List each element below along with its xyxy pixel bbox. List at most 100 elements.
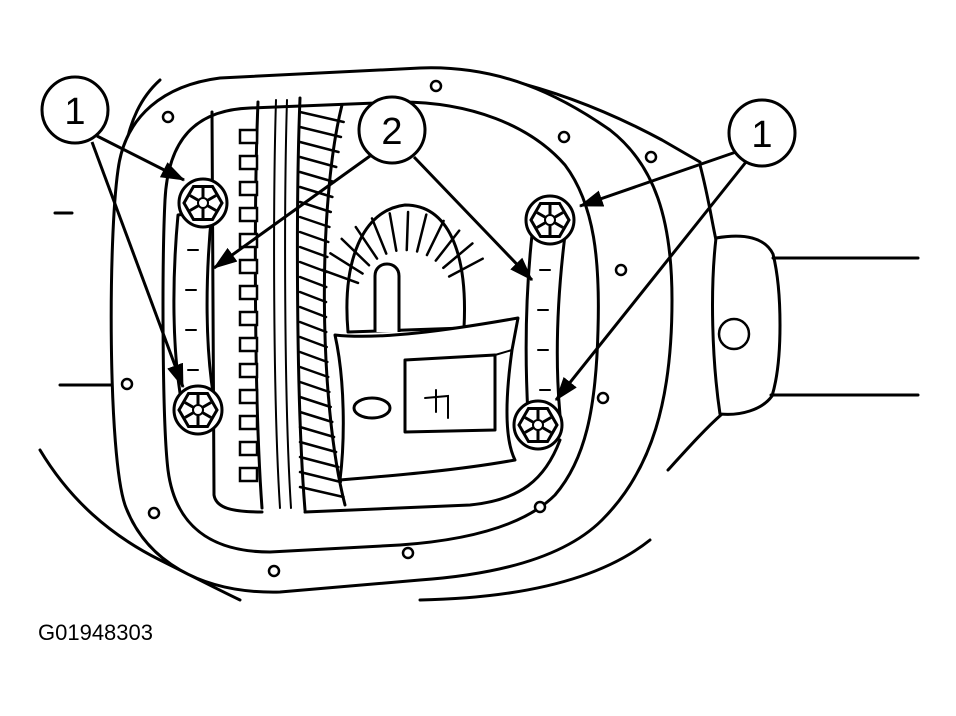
ring-gear-tooth [298,320,328,334]
callout-1-arrow-lower-left-bolt [90,141,185,389]
ring-gear-tooth [298,335,328,349]
ring-gear-back-tooth [238,180,259,197]
bolt-head-facet [536,221,547,229]
side-gear-tooth [425,219,445,257]
ring-gear-tooth [298,215,331,229]
case-window [403,353,497,434]
case-ridge [494,349,513,356]
side-gear-tooth [388,212,398,253]
flange-bolt-hole [533,500,547,514]
ring-gear-face-edge [295,96,307,512]
bolt-head-facet [536,211,547,219]
ring-gear-tooth [298,440,338,454]
bolt-center [197,197,209,209]
ring-gear-back-tooth [238,440,259,457]
side-gear-tooth [434,229,461,262]
callout-1-arrow-upper-left-bolt [96,134,186,182]
bolt-head-facet [201,401,212,409]
bearing-cap-bolt [177,177,229,229]
ring-gear-tooth [298,125,343,139]
bolt-head-facet [524,426,535,434]
bolt-head-facet [189,204,200,212]
axle-tube [711,234,920,416]
ring-gear-tooth [298,245,329,259]
ring-gear-back-teeth [238,128,259,483]
right-bearing-cap-body [524,233,567,417]
bearing-cap-bolt [512,399,564,451]
bolt-head-facet [553,211,564,219]
side-gear-tooth [321,268,360,285]
bolt-head-facet [206,204,217,212]
callout-2-arrow-left-cap [213,154,371,270]
ring-gear-back-edge [253,100,264,510]
bolt-head-facet [524,416,535,424]
housing-lower-right-edge [666,412,724,472]
callout-middle: 2 [357,95,427,165]
bolt-head-facet [553,221,564,229]
ring-gear-tooth [298,395,332,409]
right-bearing-cap [524,233,567,417]
callout-right: 1 [727,98,797,168]
side-gear-tooth [370,217,388,255]
ring-gear-back-tooth [238,206,259,223]
side-gear-tooth [442,242,474,270]
bolt-head-facet [206,194,217,202]
housing-bottom-edge [418,538,652,602]
ring-gear-face-line [284,99,292,509]
side-gear-tooth [340,237,371,267]
side-gear-tooth [447,257,484,278]
axle-vent-hole [717,317,751,351]
left-bearing-cap-mark [185,249,199,371]
ring-gear-back-tooth [238,362,259,379]
flange-bolt-hole [429,79,443,93]
bolt-head-facet [189,194,200,202]
bolt-head-facet [184,411,195,419]
ring-gear-back-tooth [238,128,259,145]
pinion-shaft-window [373,262,401,332]
ring-gear [238,96,347,512]
ring-gear-tooth [298,275,328,289]
flange-bolt-hole [147,506,161,520]
ring-gear-tooth [298,455,340,469]
callout-arrows [90,134,748,401]
ring-gear-back-tooth [238,388,259,405]
housing-lower-left-edge [38,448,242,602]
flange-bolt-hole [644,150,658,164]
pinion-lock-bracket [424,389,449,419]
ring-gear-tooth [298,425,336,439]
ring-gear-back-tooth [238,414,259,431]
callout-circle [357,95,427,165]
ring-gear-back-tooth [238,284,259,301]
ring-gear-tooth [298,365,330,379]
ring-gear-tooth [298,410,334,424]
ring-gear-back-tooth [238,154,259,171]
side-gear-teeth [321,210,484,285]
ring-gear-tooth [298,155,338,169]
callout-circle [727,98,797,168]
cavity-lower-wall [303,438,562,514]
right-bearing-cap-mark [537,269,551,391]
ring-gear-tooth [298,290,328,304]
flange-bolt-hole [267,564,281,578]
flange-bolt-hole [557,130,571,144]
ring-gear-tooth [298,305,328,319]
ring-gear-tooth [298,185,334,199]
bolt-head-facet [541,426,552,434]
ring-gear-back-tooth [238,258,259,275]
side-gear-tooth [405,210,410,252]
bearing-cap-bolt [172,384,224,436]
bearing-cap-bolts [172,177,576,451]
callout-2-arrow-right-cap [412,155,534,282]
bolt-center [192,404,204,416]
cavity-inner-wall [210,110,264,514]
case-body [333,316,520,482]
ring-gear-tooth [298,110,345,124]
ring-gear-back-tooth [238,232,259,249]
figure-id: G01948303 [38,620,153,645]
flange-bolt-hole [614,263,628,277]
side-gear-tooth [354,225,379,260]
callout-1-arrow-lower-right-bolt [554,161,748,401]
ring-gear-face-line [273,99,281,509]
ring-gear-back-tooth [238,310,259,327]
